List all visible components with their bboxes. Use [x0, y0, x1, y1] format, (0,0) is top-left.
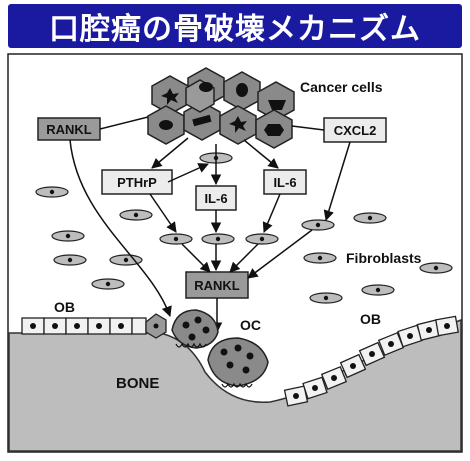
signal-arrows: [69, 137, 351, 334]
pre-osteoclast-nucleus: [153, 323, 159, 329]
cancer-cells-label: Cancer cells: [300, 79, 383, 95]
osteoblast-nuclei-left: [30, 323, 124, 329]
pthrp-box: [101, 169, 173, 195]
ob-right-label: OB: [360, 311, 381, 327]
osteoblasts-left: [21, 317, 147, 335]
rankl-center-label: RANKL: [194, 278, 240, 293]
il6-right-box: [263, 169, 307, 195]
rankl-left-connector: [99, 116, 149, 130]
fibroblast-nuclei: [49, 155, 439, 301]
cancer-cell-nuclei: [159, 82, 286, 136]
il6-center-label: IL-6: [204, 191, 227, 206]
ruffled-borders: [175, 342, 253, 388]
title-text: 口腔癌の骨破壊メカニズム: [49, 12, 421, 47]
osteoclast-nuclei: [182, 316, 254, 374]
oc-label: OC: [240, 317, 261, 333]
fibroblasts-label: Fibroblasts: [346, 250, 422, 266]
title-banner: 口腔癌の骨破壊メカニズム: [8, 4, 462, 48]
osteoblast-nuclei-right: [293, 323, 450, 399]
bone-label: BONE: [116, 375, 159, 392]
rankl-left-label: RANKL: [46, 122, 92, 137]
cxcl2-label: CXCL2: [334, 123, 377, 138]
cxcl2-box: [323, 117, 387, 143]
rankl-center-box: [185, 271, 249, 299]
pthrp-label: PTHrP: [117, 175, 157, 190]
ob-left-label: OB: [54, 299, 75, 315]
il6-right-label: IL-6: [273, 175, 296, 190]
cxcl2-connector: [291, 125, 325, 131]
